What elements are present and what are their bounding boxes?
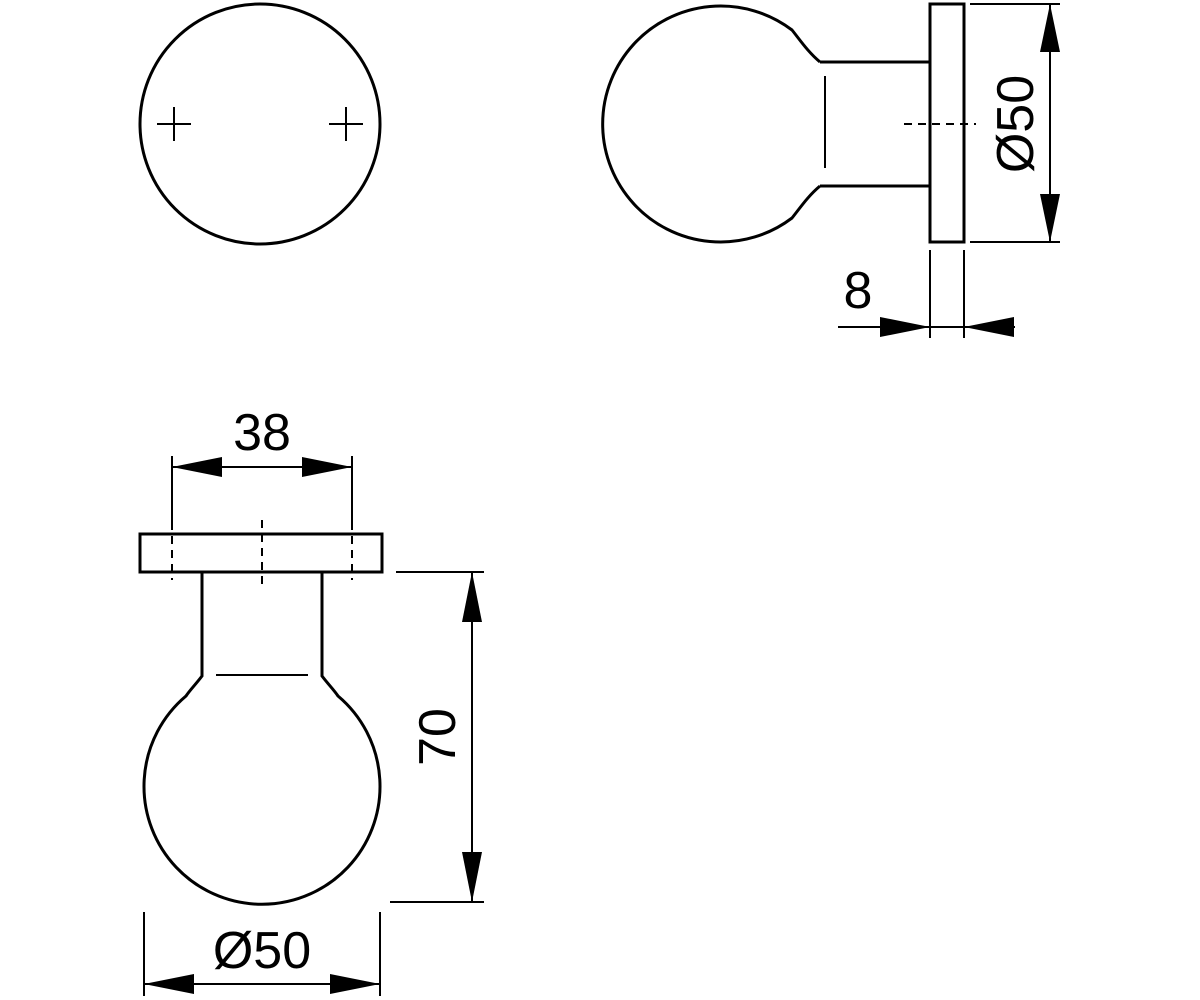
knob-side-view: 38 70 Ø50: [138, 404, 484, 996]
dimension-label-knob-diameter: Ø50: [213, 922, 311, 980]
front-view: [138, 2, 382, 246]
dimension-label-rosette-thickness: 8: [844, 262, 873, 320]
screw-mark-left: [157, 107, 191, 141]
dimension-rosette-thickness: 8: [838, 250, 1015, 338]
screw-mark-right: [329, 107, 363, 141]
dimension-knob-diameter: Ø50: [143, 912, 381, 996]
dimension-hole-spacing: 38: [171, 404, 353, 530]
dimension-label-knob-projection: 70: [409, 708, 467, 766]
rosette-outline: [138, 2, 382, 246]
dimension-label-hole-spacing: 38: [233, 404, 291, 462]
knob-ball-side: [601, 4, 930, 244]
dimension-label-rosette-diameter: Ø50: [987, 75, 1045, 173]
dimension-knob-projection: 70: [390, 571, 484, 903]
dimension-rosette-diameter: Ø50: [970, 3, 1060, 243]
knob-body: [142, 572, 382, 906]
side-view: Ø50 8: [601, 2, 1060, 338]
